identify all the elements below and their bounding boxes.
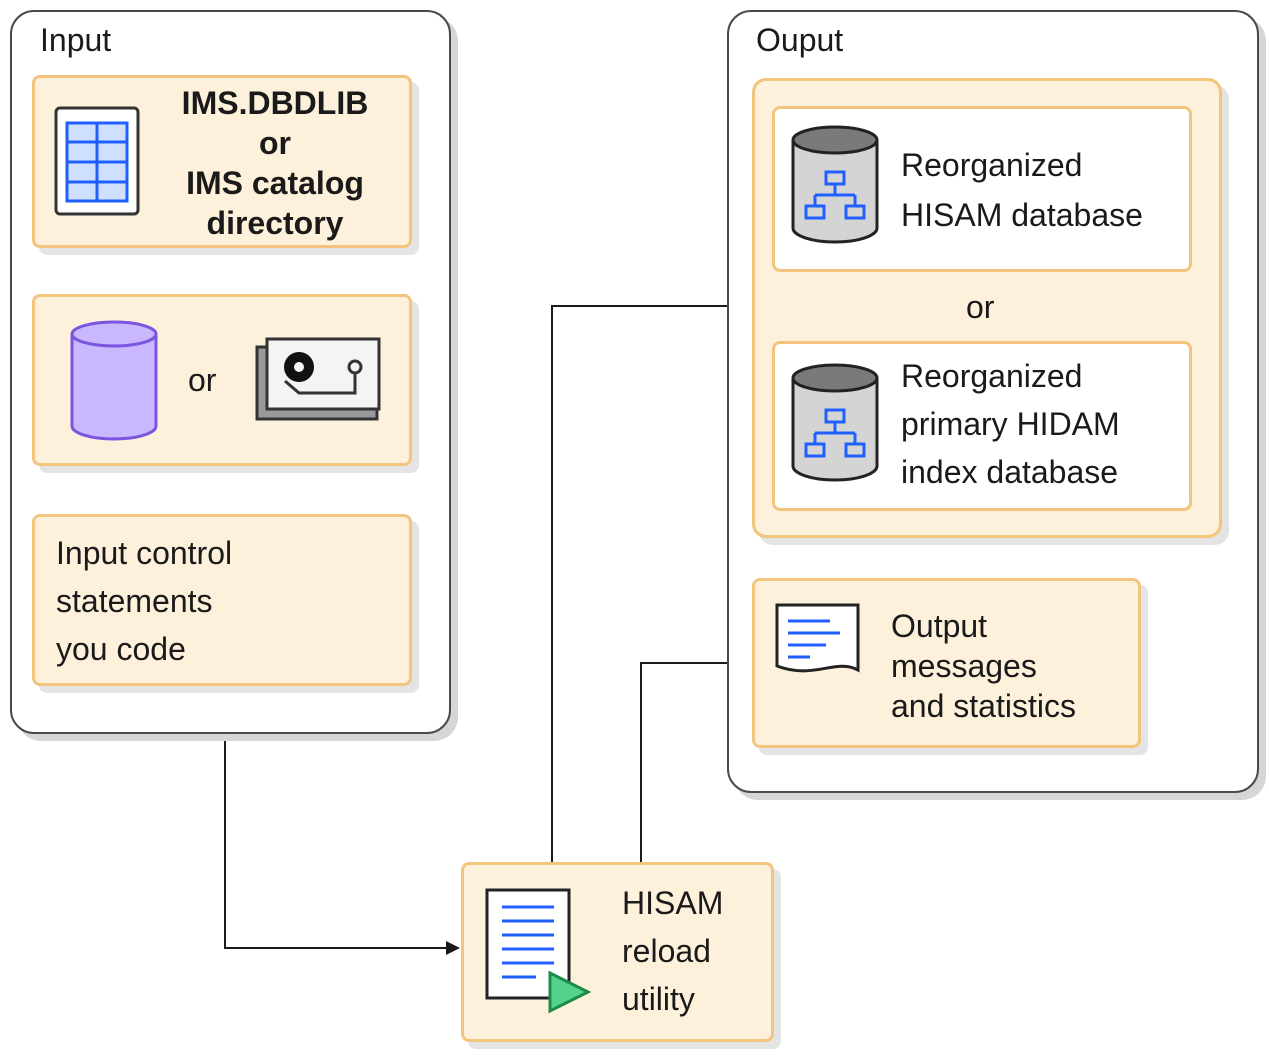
document-report-icon bbox=[775, 603, 860, 673]
utility-line-2: reload bbox=[622, 933, 711, 969]
database-hierarchy-icon bbox=[791, 125, 879, 244]
hidam-line-1: Reorganized bbox=[901, 358, 1083, 394]
output-or-label: or bbox=[966, 289, 995, 325]
reload-utility-label: HISAM reload utility bbox=[622, 879, 723, 1023]
hidam-line-2: primary HIDAM bbox=[901, 406, 1120, 442]
hisam-line-1: Reorganized bbox=[901, 147, 1083, 183]
utility-to-database-connector bbox=[551, 299, 750, 862]
utility-line-1: HISAM bbox=[622, 885, 724, 921]
dbdlib-line-2: or bbox=[259, 125, 291, 161]
dbdlib-line-1: IMS.DBDLIB bbox=[181, 85, 369, 121]
utility-to-messages-connector bbox=[640, 656, 752, 862]
hisam-line-2: HISAM database bbox=[901, 197, 1143, 233]
messages-line-3: and statistics bbox=[891, 688, 1076, 724]
output-messages-label: Output messages and statistics bbox=[891, 606, 1076, 726]
control-line-3: you code bbox=[56, 631, 186, 667]
hidam-line-3: index database bbox=[901, 454, 1119, 490]
hisam-database-label: Reorganized HISAM database bbox=[901, 140, 1143, 240]
dbdlib-line-4: directory bbox=[206, 205, 344, 241]
program-run-icon bbox=[485, 888, 592, 1014]
utility-line-3: utility bbox=[622, 981, 695, 1017]
dbdlib-line-3: IMS catalog bbox=[186, 165, 364, 201]
messages-line-1: Output bbox=[891, 608, 988, 644]
hidam-database-label: Reorganized primary HIDAM index database bbox=[901, 352, 1120, 496]
control-line-2: statements bbox=[56, 583, 213, 619]
tape-cartridge-icon bbox=[255, 337, 381, 421]
control-line-1: Input control bbox=[56, 535, 233, 571]
input-group-title: Input bbox=[40, 22, 112, 58]
control-statements-label: Input control statements you code bbox=[56, 529, 232, 673]
messages-line-2: messages bbox=[891, 648, 1037, 684]
dbdlib-label: IMS.DBDLIB or IMS catalog directory bbox=[168, 83, 382, 243]
dataset-or-label: or bbox=[188, 362, 217, 398]
output-group-title: Ouput bbox=[756, 22, 844, 58]
database-hierarchy-icon bbox=[791, 363, 879, 482]
disk-cylinder-icon bbox=[70, 320, 158, 441]
table-grid-icon bbox=[54, 106, 140, 216]
control-statements-box bbox=[32, 514, 412, 686]
input-to-utility-connector bbox=[224, 735, 460, 955]
